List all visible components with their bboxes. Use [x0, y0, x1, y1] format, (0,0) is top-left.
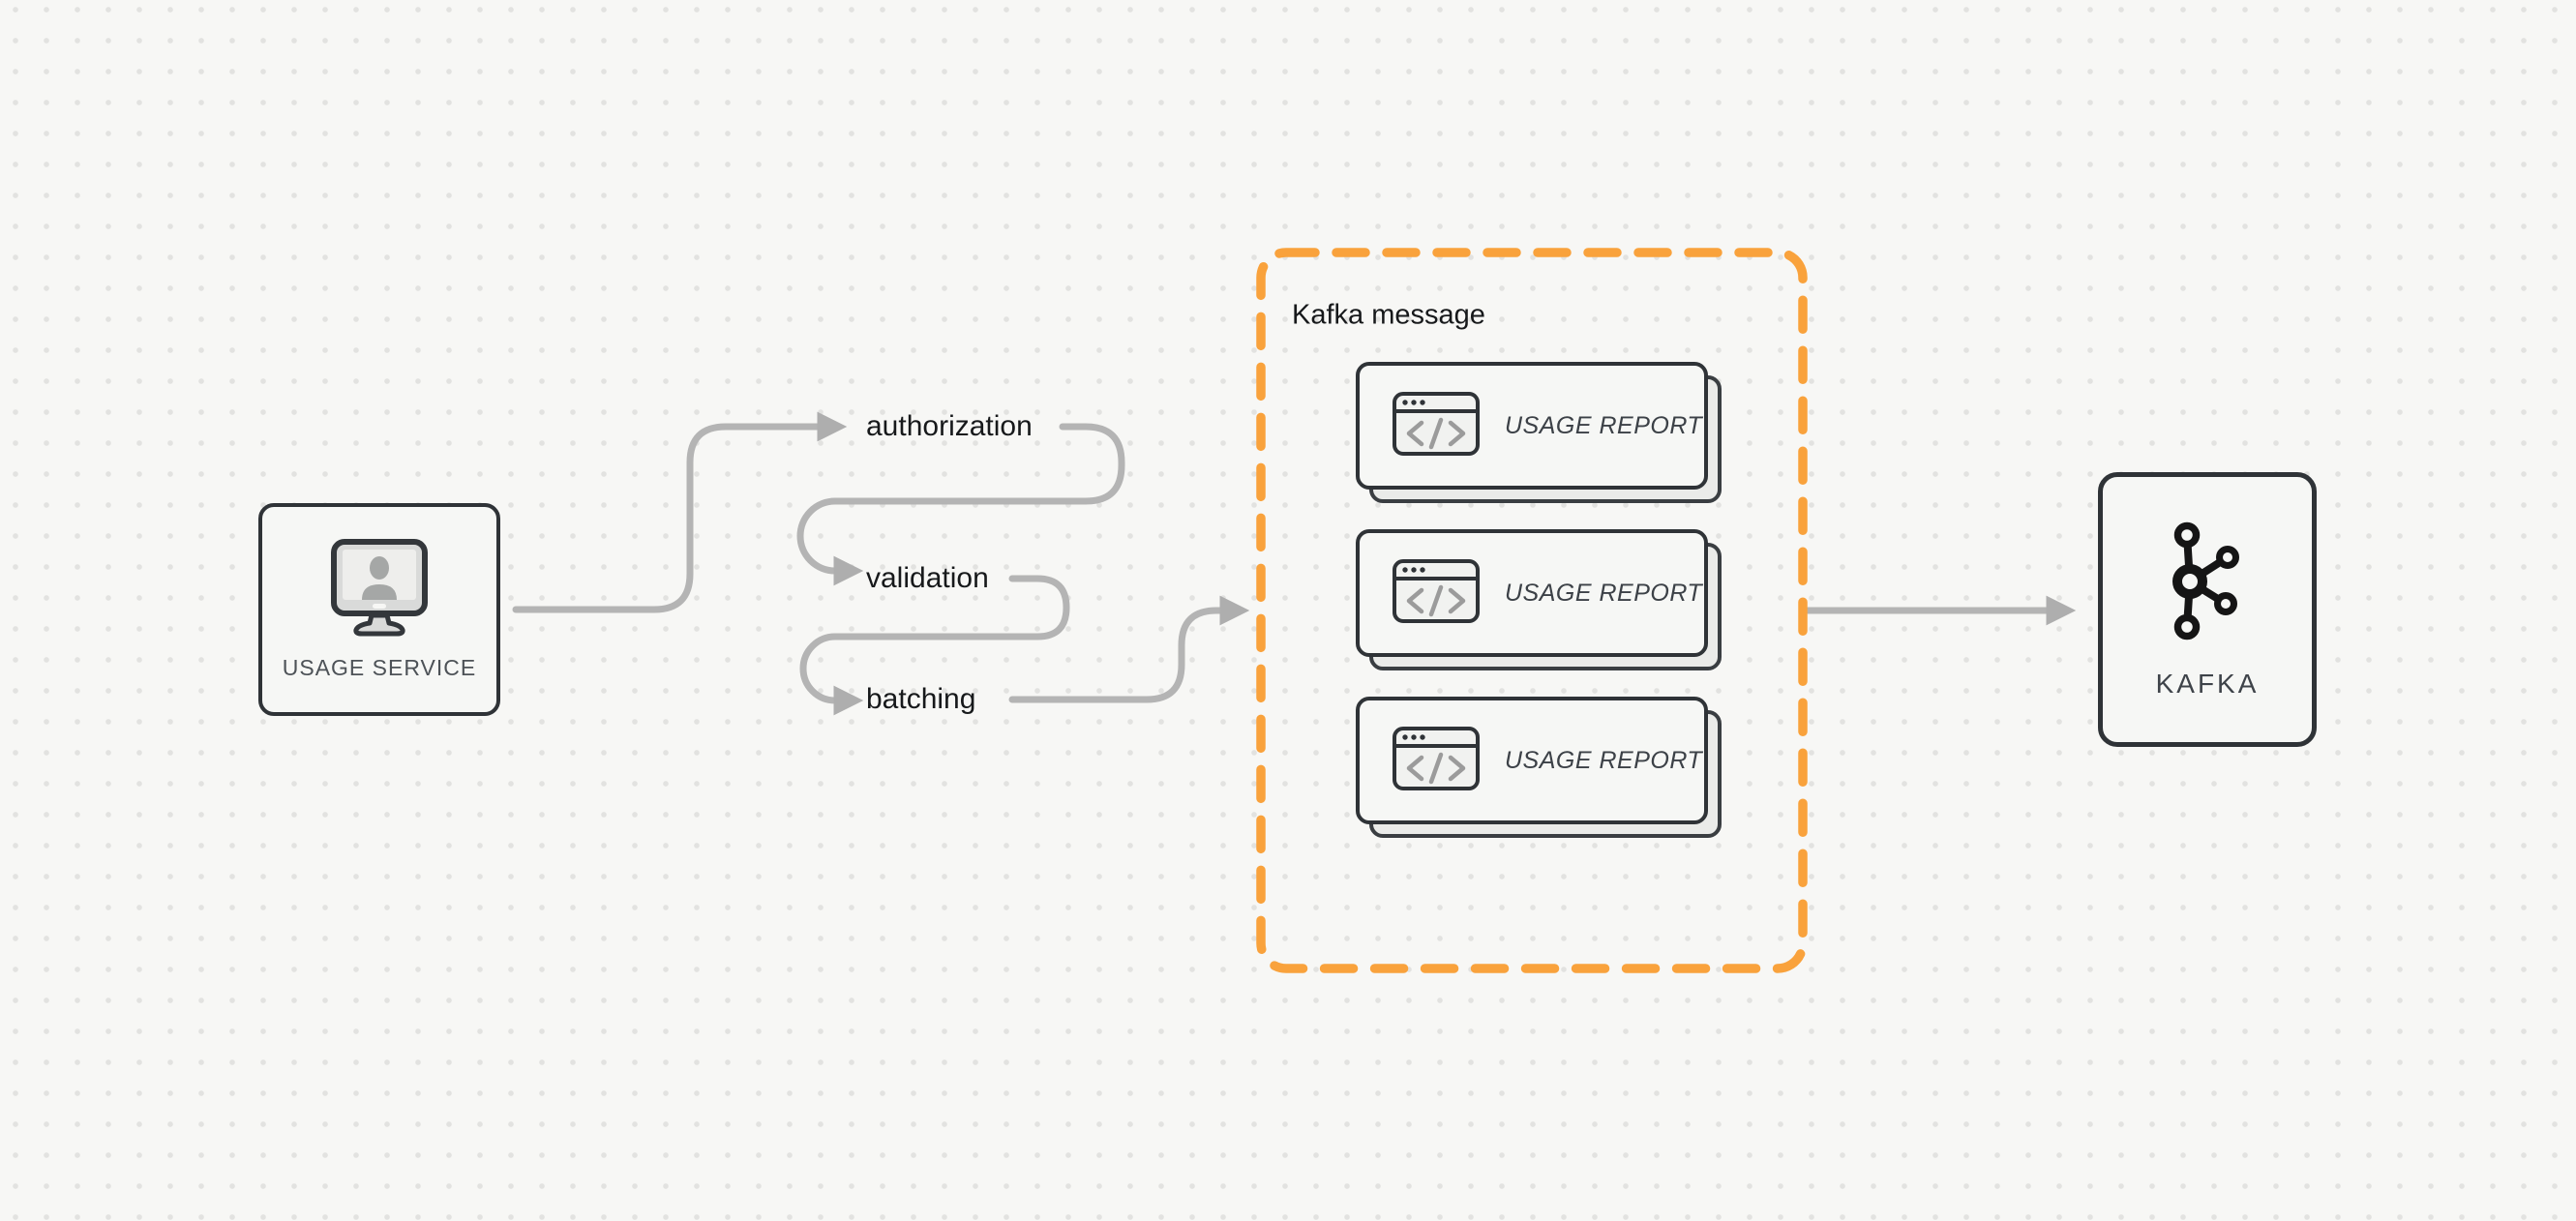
step-label-validation: validation	[866, 562, 989, 594]
usage-report-label: USAGE REPORT	[1505, 411, 1703, 439]
user-monitor-icon	[329, 538, 430, 641]
arrow-authorization-to-validation	[796, 423, 1125, 586]
code-window-icon	[1393, 558, 1480, 628]
usage-report-label: USAGE REPORT	[1505, 746, 1703, 774]
kafka-node: KAFKA	[2098, 472, 2317, 747]
step-label-authorization: authorization	[866, 410, 1033, 442]
step-label-batching: batching	[866, 683, 976, 715]
usage-service-node: USAGE SERVICE	[258, 503, 500, 716]
usage-report-label: USAGE REPORT	[1505, 579, 1703, 607]
arrow-source-to-authorization	[512, 411, 848, 613]
usage-service-label: USAGE SERVICE	[282, 655, 477, 680]
arrow-batching-to-group	[1008, 595, 1250, 703]
kafka-message-group-title: Kafka message	[1292, 299, 1485, 331]
code-window-icon	[1393, 726, 1480, 795]
usage-report-card: USAGE REPORT	[1356, 697, 1722, 838]
kafka-logo-icon	[2171, 521, 2244, 647]
usage-report-card: USAGE REPORT	[1356, 529, 1722, 670]
kafka-label: KAFKA	[2155, 668, 2260, 699]
code-window-icon	[1393, 391, 1480, 461]
usage-report-card: USAGE REPORT	[1356, 362, 1722, 503]
